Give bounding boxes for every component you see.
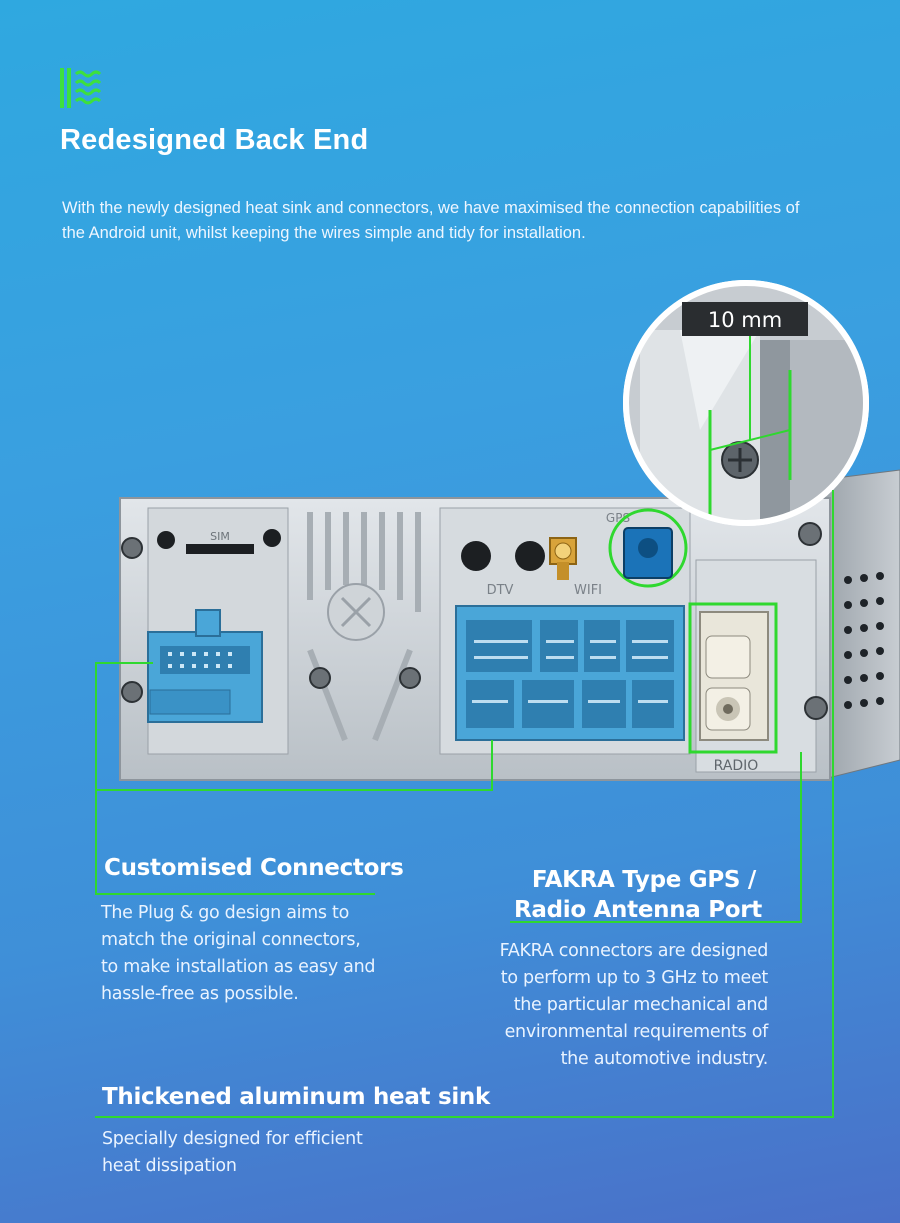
desc-line: Specially designed for efficient [102,1129,363,1149]
callout-line [510,921,802,923]
desc-line: to perform up to 3 GHz to meet [500,968,769,988]
title-line: Radio Antenna Port [513,897,762,923]
callout-line [95,789,493,791]
zoom-detail: 10 mm [623,280,869,526]
page-title: Redesigned Back End [60,124,369,156]
callout-line [491,740,493,791]
gps-label: GPS [606,511,630,525]
fakra-desc: FAKRA connectors are designed to perform… [440,938,769,1073]
zoom-label: 10 mm [708,308,782,332]
wifi-label: WIFI [574,583,602,598]
heatsink-title: Thickened aluminum heat sink [102,1084,490,1110]
dtv-label: DTV [487,583,514,598]
desc-line: heat dissipation [102,1156,237,1176]
desc-line: to make installation as easy and [101,957,376,977]
title-line: FAKRA Type GPS / [531,867,756,893]
desc-line: The Plug & go design aims to [101,903,349,923]
desc-line: the particular mechanical and [513,995,769,1015]
sim-label: SIM [210,530,230,543]
heat-sink-icon [60,68,102,108]
callout-line [800,752,802,922]
callout-line [832,490,834,1118]
connectors-title: Customised Connectors [104,855,404,881]
callout-line [95,662,153,664]
radio-label: RADIO [714,758,759,774]
desc-line: FAKRA connectors are designed [499,941,769,961]
callout-line [95,1116,834,1118]
wifi-sma-connector [549,537,577,580]
connectors-desc: The Plug & go design aims to match the o… [101,900,421,1008]
desc-line: environmental requirements of [504,1022,769,1042]
desc-line: match the original connectors, [101,930,361,950]
intro-text: With the newly designed heat sink and co… [62,199,800,242]
callout-line [95,662,97,894]
desc-line: hassle-free as possible. [101,984,299,1004]
fakra-title: FAKRA Type GPS / Radio Antenna Port [470,865,762,925]
heatsink-desc: Specially designed for efficient heat di… [102,1126,422,1180]
callout-line [95,893,375,895]
desc-line: the automotive industry. [560,1049,769,1069]
